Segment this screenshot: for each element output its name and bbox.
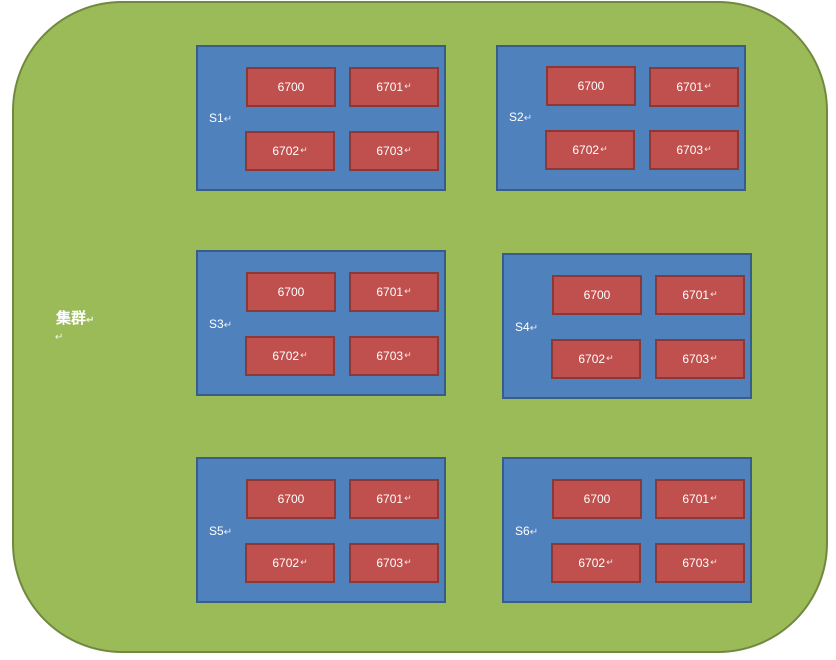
- port-box: 6701↵: [655, 275, 745, 315]
- server-s5: S5↵ 6700 6701↵ 6702↵ 6703↵: [196, 457, 446, 603]
- server-label: S2↵: [509, 110, 533, 124]
- server-label: S3↵: [209, 317, 233, 331]
- server-label: S1↵: [209, 111, 233, 125]
- server-s2: S2↵ 6700 6701↵ 6702↵ 6703↵: [496, 45, 746, 191]
- port-box: 6702↵: [545, 130, 635, 170]
- server-s3: S3↵ 6700 6701↵ 6702↵ 6703↵: [196, 250, 446, 396]
- port-box: 6702↵: [245, 336, 335, 376]
- server-label: S6↵: [515, 524, 539, 538]
- port-box: 6703↵: [349, 543, 439, 583]
- port-box: 6700: [246, 67, 336, 107]
- port-box: 6701↵: [349, 67, 439, 107]
- port-box: 6701↵: [649, 67, 739, 107]
- server-label: S4↵: [515, 320, 539, 334]
- port-box: 6701↵: [349, 479, 439, 519]
- port-box: 6703↵: [649, 130, 739, 170]
- paragraph-mark: ↵: [55, 332, 64, 343]
- port-box: 6701↵: [349, 272, 439, 312]
- port-box: 6702↵: [551, 543, 641, 583]
- port-box: 6702↵: [551, 339, 641, 379]
- port-box: 6703↵: [349, 131, 439, 171]
- port-box: 6703↵: [655, 339, 745, 379]
- port-box: 6703↵: [655, 543, 745, 583]
- cluster-label: 集群↵: [56, 309, 95, 327]
- port-box: 6702↵: [245, 131, 335, 171]
- server-s6: S6↵ 6700 6701↵ 6702↵ 6703↵: [502, 457, 752, 603]
- port-box: 6700: [552, 479, 642, 519]
- port-box: 6703↵: [349, 336, 439, 376]
- port-box: 6700: [546, 66, 636, 106]
- port-box: 6702↵: [245, 543, 335, 583]
- server-s4: S4↵ 6700 6701↵ 6702↵ 6703↵: [502, 253, 752, 399]
- port-box: 6700: [246, 272, 336, 312]
- port-box: 6700: [552, 275, 642, 315]
- server-label: S5↵: [209, 524, 233, 538]
- port-box: 6701↵: [655, 479, 745, 519]
- server-s1: S1↵ 6700 6701↵ 6702↵ 6703↵: [196, 45, 446, 191]
- port-box: 6700: [246, 479, 336, 519]
